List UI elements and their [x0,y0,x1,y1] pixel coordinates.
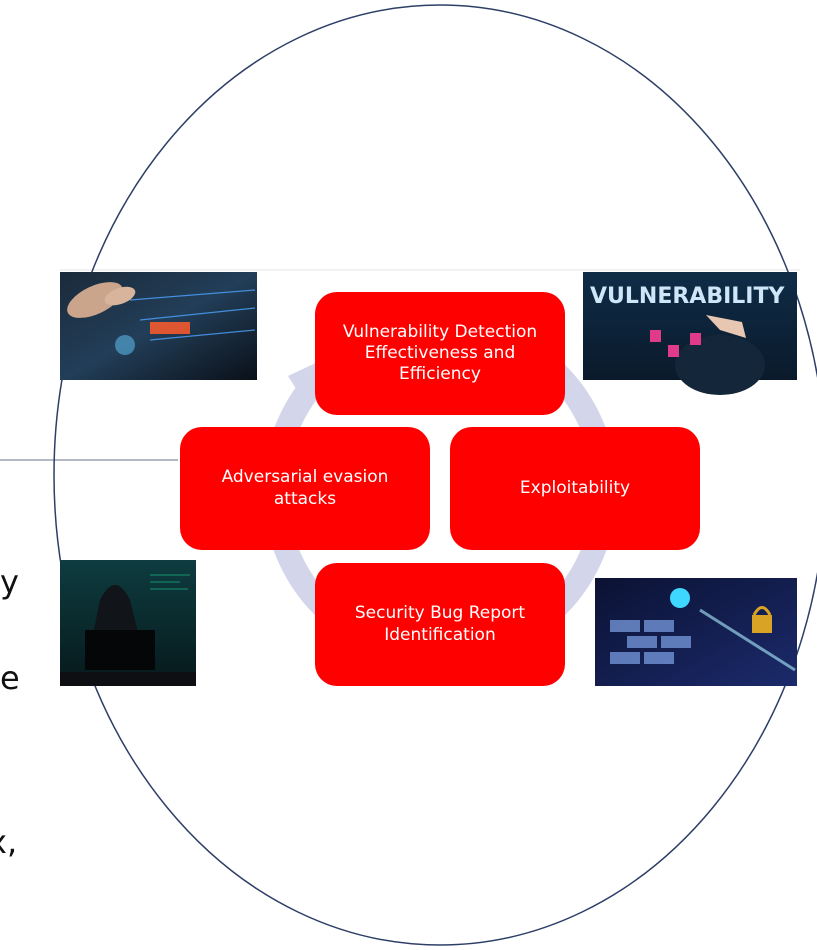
vulnerability-banner-photo: VULNERABILITY [583,272,797,395]
firewall-breach-photo [595,578,797,686]
node-exploitability: Exploitability [450,427,700,550]
left-text-fragment: x, [0,823,18,861]
cycle-arrowhead [288,360,322,395]
node-security-bug-report: Security Bug Report Identification [315,563,565,686]
left-text-fragment: y [0,563,19,601]
touchscreen-attack-photo [60,272,257,380]
node-vulnerability-detection: Vulnerability Detection Effectiveness an… [315,292,565,415]
hooded-hacker-photo [60,560,196,686]
left-text-fragment: e [0,659,20,697]
vulnerability-banner-text: VULNERABILITY [590,284,785,309]
node-adversarial-evasion: Adversarial evasion attacks [180,427,430,550]
enclosing-oval [53,4,817,946]
